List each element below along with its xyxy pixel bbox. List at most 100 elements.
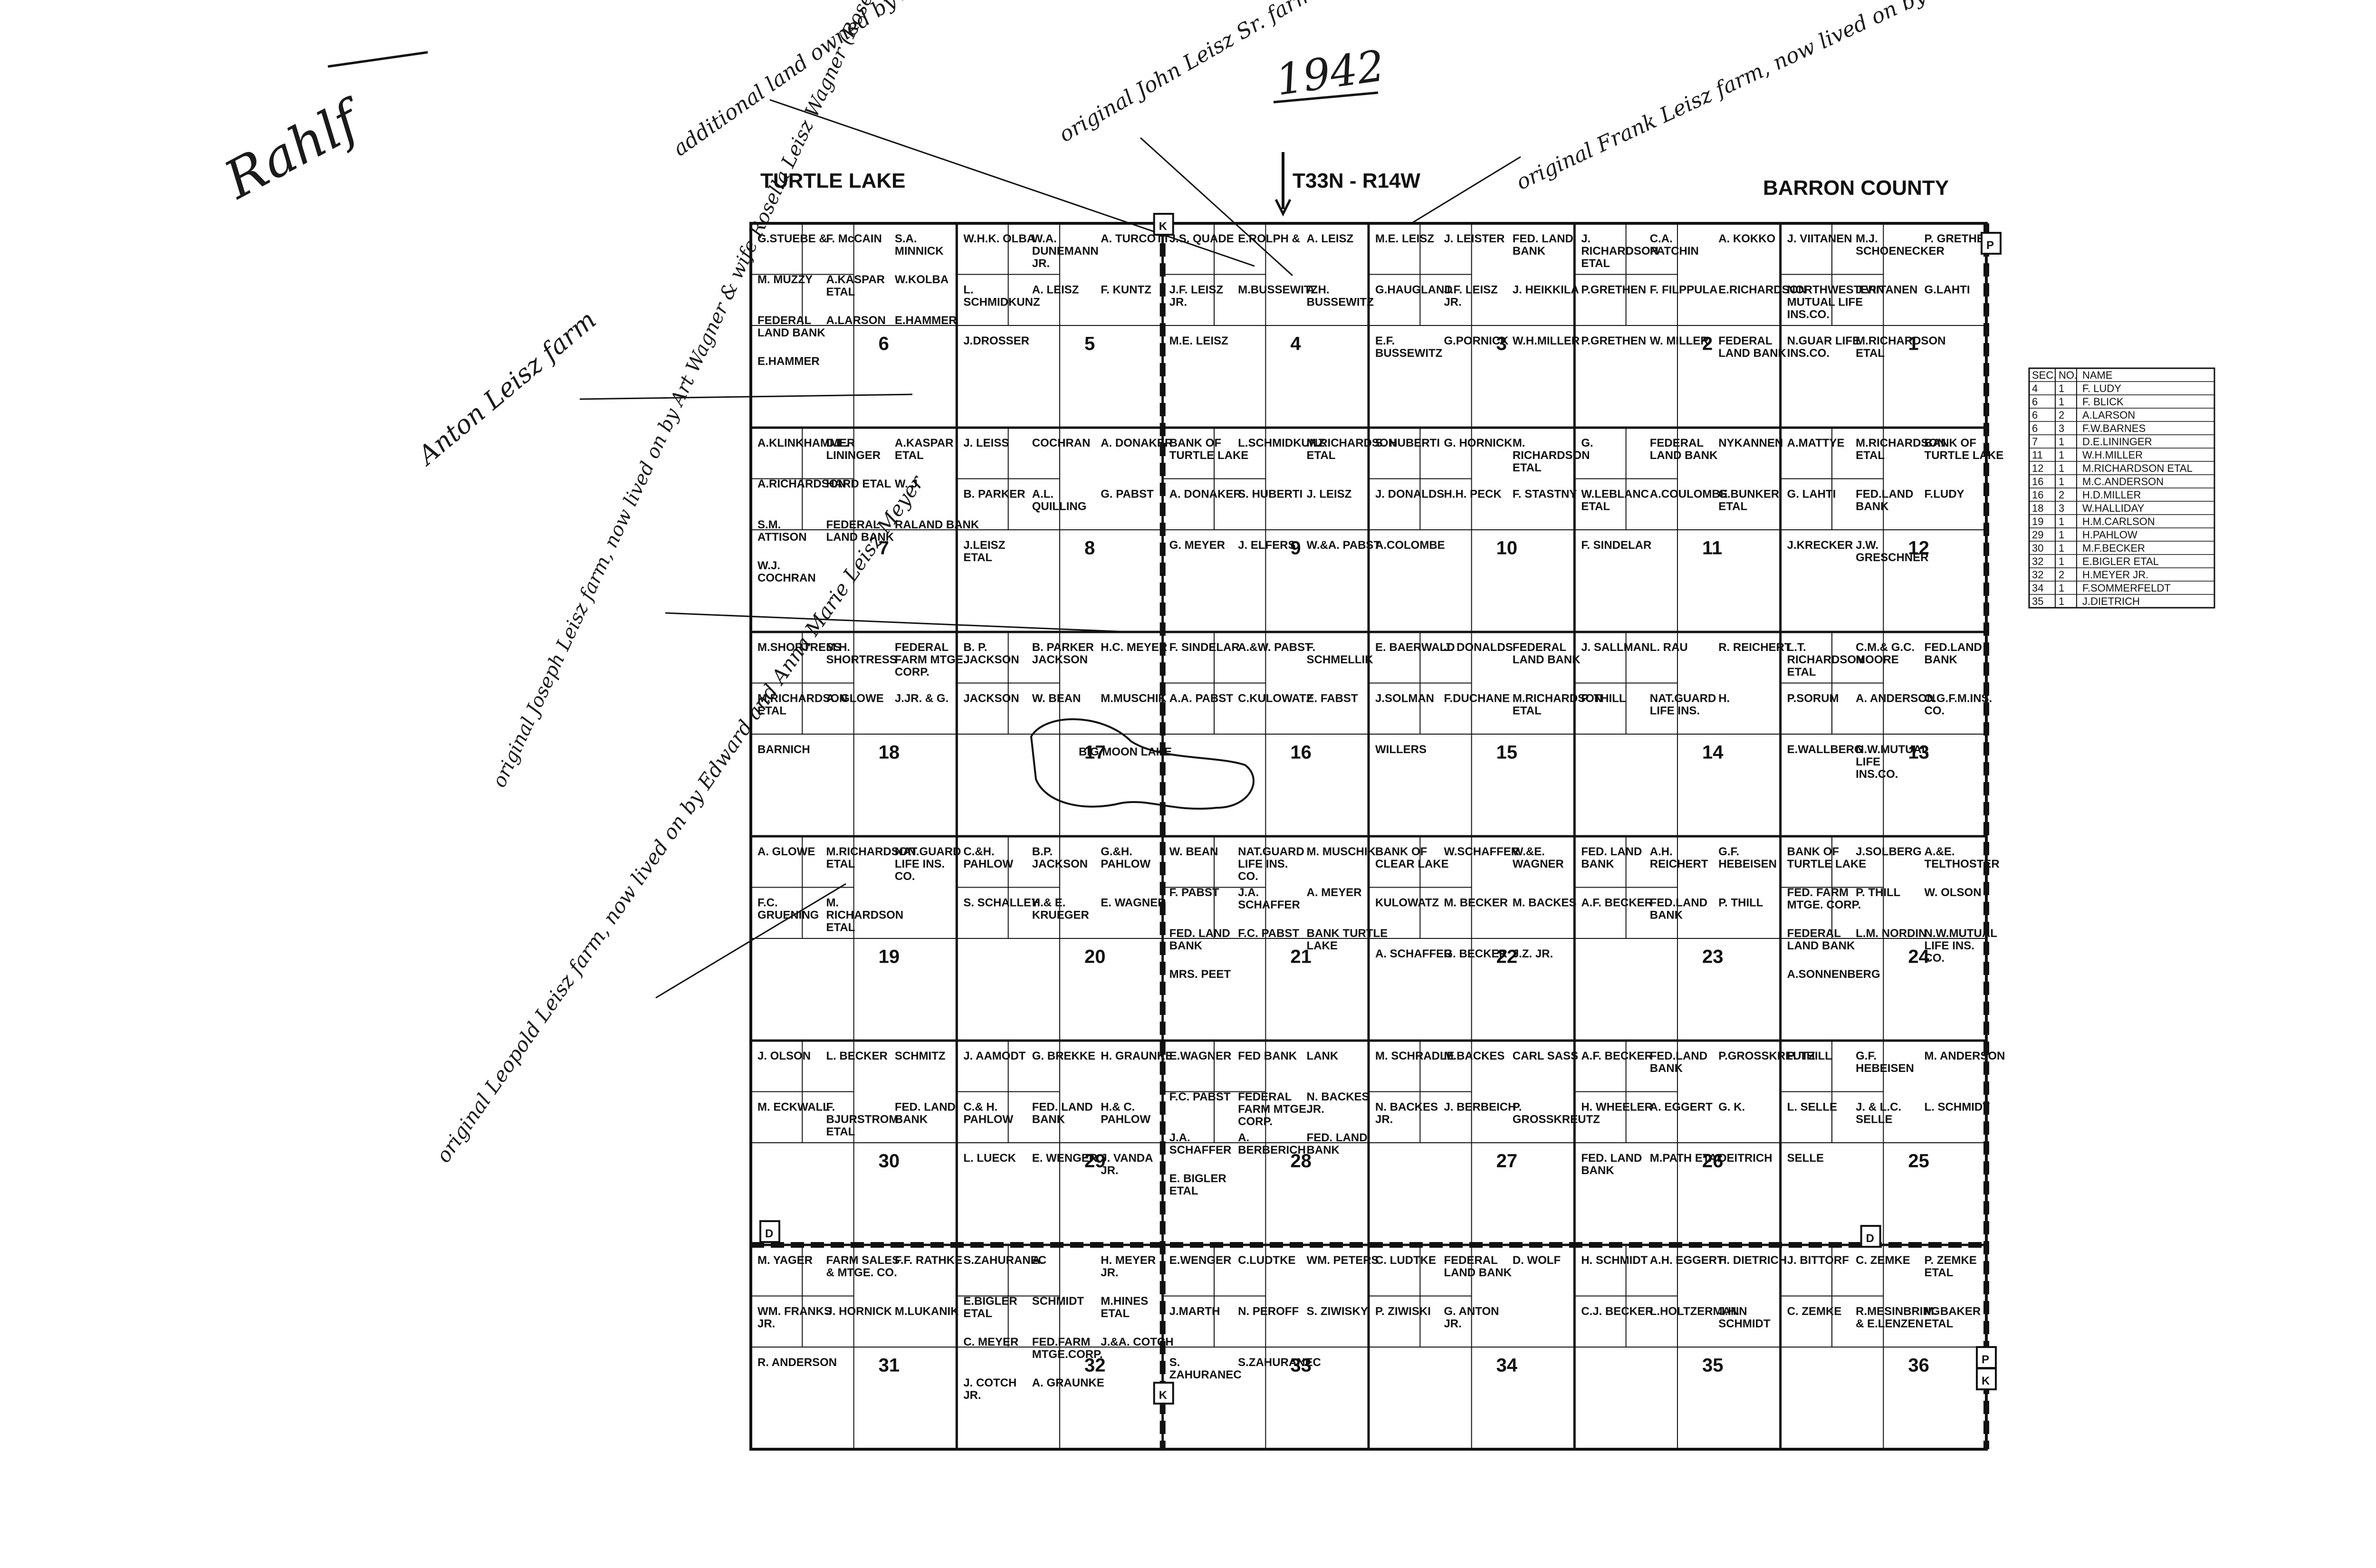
owner-label: A.COULOMBE [1650,488,1728,501]
table-cell: 7 [2032,436,2038,448]
owner-label: H. GRAUNKE [1101,1050,1173,1062]
owner-label: H.C. MEYER [1101,641,1167,654]
owner-label: G. K. [1718,1101,1745,1114]
owner-label: W. J. [895,478,921,490]
section-number: 31 [879,1355,900,1376]
owner-label: J. ELFERS [1238,539,1295,552]
owner-label: E.RICHARDSON [1718,284,1806,296]
pointer-line-anton [579,393,913,400]
owner-label: SCHMITZ [895,1050,946,1062]
owner-label: J. HORNICK [826,1305,892,1318]
owner-label: BARNICH [757,743,810,756]
owner-label: C.LUDTKE [1238,1254,1295,1267]
owner-label: L. LUECK [963,1152,1016,1165]
owner-label: C.M.& G.C.MOORE [1856,641,1915,666]
table-cell: 35 [2032,595,2043,607]
owner-label: G. BECKER [1444,947,1507,960]
owner-label: R.MESINBRING& E.LENZEN [1856,1305,1940,1330]
owner-label: M.BACKES [1444,1050,1504,1062]
owner-label: J. OLSON [757,1050,811,1062]
owner-label: P. THILL [1856,886,1900,899]
owner-label: M.E. LEISZ [1169,335,1228,347]
section-number: 17 [1084,742,1106,763]
owner-label: A.L.QUILLING [1032,488,1087,513]
owner-label: F. FILPPULA [1650,284,1718,296]
owner-label: C.& H.PAHLOW [963,1101,1013,1126]
section-number: 36 [1908,1355,1929,1376]
note-anton-leisz: Anton Leisz farm [411,305,602,472]
pointer-line-john [1140,137,1293,277]
section-number: 28 [1290,1151,1312,1172]
table-cell: H.M.CARLSON [2082,516,2155,527]
owner-label: L.SCHMIDKUNZ [963,284,1040,309]
owner-label: G. [1581,437,1593,449]
owner-label: A.SONNENBERG [1787,968,1880,981]
owner-label: W. BEAN [1169,845,1218,858]
owner-label: M. ECKWALL [757,1101,830,1114]
owner-label: W.J.COCHRAN [757,559,816,584]
owner-label: J. VIITANEN [1787,232,1852,245]
owner-label: J.S. QUADE [1169,232,1234,245]
table-cell: 11 [2032,449,2043,461]
owner-label: P.GRETHEN [1581,284,1646,296]
owner-label: J.MARTH [1169,1305,1220,1318]
owner-label: M.H.SHORTRESS [826,641,897,666]
owner-label: A. [1032,1254,1044,1267]
table-cell: H.PAHLOW [2082,529,2137,541]
owner-label: A. ANDERSON [1856,692,1935,705]
owner-label: B.P.JACKSON [1032,845,1088,870]
owner-label: NYKANNEN [1718,437,1783,449]
owner-label: S. SCHALLEY [963,897,1039,909]
road-marker-label: P [1982,1353,1989,1366]
owner-label: A.H.BUSSEWITZ [1307,284,1374,309]
section-number: 23 [1702,947,1724,967]
section-number: 24 [1908,947,1929,967]
owner-label: A.F. BECKER [1581,1050,1653,1062]
signature-underline [327,51,428,68]
owner-label: G.PORNICK [1444,335,1509,347]
owner-label: L. SELLE [1787,1101,1837,1114]
owner-label: S.A.MINNICK [895,232,944,258]
owner-label: HARD ETAL [826,478,891,490]
table-header: NAME [2082,369,2113,381]
section-number: 22 [1496,947,1518,967]
owner-label: M. BACKES [1513,897,1577,909]
north-arrow-head [1274,199,1292,217]
pointer-line-frank [1411,156,1521,224]
table-cell: J.DIETRICH [2082,595,2140,607]
pointer-line-additional [769,99,1255,267]
year-note: 1942 [1273,41,1387,105]
owner-label: G.F.HEBEISEN [1856,1050,1914,1075]
table-cell: 32 [2032,555,2043,567]
pointer-line-joseph [665,612,1131,633]
owner-label: W.SCHAFFER [1444,845,1519,858]
owner-label: M. MUSCHIK [1307,845,1376,858]
